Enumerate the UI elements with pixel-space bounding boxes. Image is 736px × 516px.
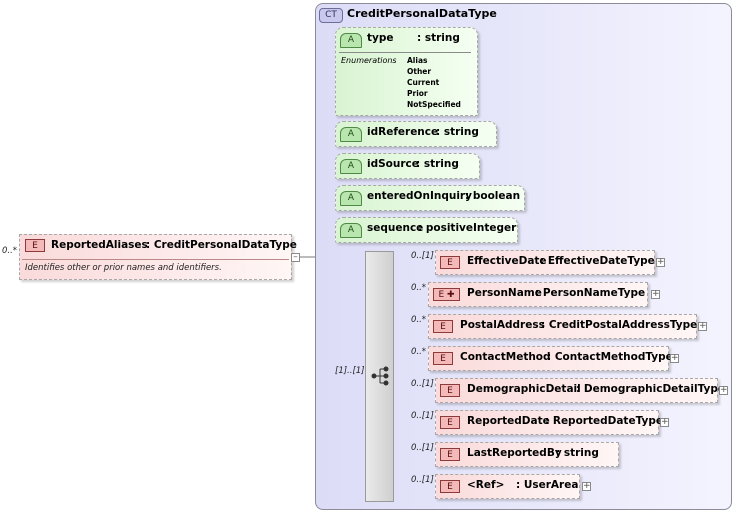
expand-icon[interactable]: + [698,321,707,331]
enumeration-value: Prior [407,89,428,98]
attribute-type: : string [436,126,479,138]
sequence-icon [371,366,389,386]
element-demographicdetail-box[interactable] [435,378,718,403]
attribute-idsource-box[interactable] [335,153,480,179]
attribute-badge: A [340,159,362,174]
root-cardinality: 0..* [2,246,18,256]
enumerations-label: Enumerations [341,56,397,65]
enumeration-value: Other [407,67,432,76]
element-badge: E [440,256,460,269]
element-cardinality: 0..[1] [411,251,434,261]
element-badge: E [440,416,460,429]
element-contactmethod-box[interactable] [428,346,669,371]
element-badge-label: E [438,290,445,300]
attribute-badge: A [340,223,362,238]
enumeration-value: NotSpecified [407,100,461,109]
element-personname-box[interactable] [428,282,648,307]
attribute-type: : string [417,32,460,44]
attribute-type: : string [416,158,459,170]
attribute-name: enteredOnInquiry [367,190,472,202]
expand-icon[interactable]: + [656,257,665,267]
element-postaladdress-box[interactable] [428,314,697,339]
attribute-name: idReference [367,126,439,138]
attribute-name: type [367,32,394,44]
element-type: : CreditPostalAddressType [541,319,698,331]
root-element-documentation: Identifies other or prior names and iden… [25,263,222,273]
group-icon: ✚ [444,290,455,300]
element-name: DemographicDetail [467,383,581,395]
element-cardinality: 0..[1] [411,379,434,389]
element-cardinality: 0..[1] [411,411,434,421]
enumeration-value: Current [407,78,440,87]
expand-icon[interactable]: + [582,481,591,491]
attribute-name: idSource [367,158,419,170]
expand-icon[interactable]: + [660,417,669,427]
element-badge: E ✚ [433,288,460,301]
root-element-type: : CreditPersonalDataType [146,239,297,251]
attribute-badge: A [340,191,362,206]
attribute-type: : boolean [465,190,521,202]
expand-icon[interactable]: + [719,385,728,395]
element-badge: E [25,239,45,252]
element-cardinality: 0..* [411,283,427,293]
element-name: PersonName [467,287,542,299]
element-lastreportedby-box[interactable] [435,442,619,467]
root-element-box[interactable] [19,234,292,280]
element-badge: E [440,480,460,493]
element-name: ReportedDate [467,415,550,427]
attribute-badge: A [340,127,362,142]
attribute-name: sequence [367,222,424,234]
root-element-name: ReportedAliases [51,239,148,251]
element-name: EffectiveDate [467,255,547,267]
element-badge: E [440,448,460,461]
element-badge: E [440,384,460,397]
expand-icon[interactable]: + [651,289,660,299]
element-type: : ContactMethodType [547,351,673,363]
attribute-enteredoninquiry-box[interactable] [335,185,525,211]
element-type: : PersonNameType [535,287,646,299]
attribute-sequence-box[interactable] [335,217,518,243]
enumeration-value: Alias [407,56,428,65]
element-reporteddate-box[interactable] [435,410,659,435]
element-name: <Ref> [467,479,505,491]
element-type: : ReportedDateType [545,415,663,427]
collapse-icon[interactable]: – [291,253,300,262]
attribute-idreference-box[interactable] [335,121,497,147]
complex-type-badge: CT [319,8,343,23]
element-type: : EffectiveDateType [540,255,655,267]
element-cardinality: 0..* [411,315,427,325]
element-cardinality: 0..* [411,347,427,357]
element-type: : DemographicDetailType [576,383,725,395]
divider [339,52,471,53]
element-badge: E [433,352,453,365]
element-name: ContactMethod [460,351,551,363]
attribute-badge: A [340,33,362,48]
element-name: PostalAddress [460,319,545,331]
element-cardinality: 0..[1] [411,475,434,485]
expand-icon[interactable]: + [670,353,679,363]
complex-type-name: CreditPersonalDataType [347,7,497,20]
divider [22,259,289,260]
attribute-type: : positiveInteger [418,222,517,234]
element-badge: E [433,320,453,333]
element-type: : string [556,447,599,459]
element-type: : UserArea [516,479,579,491]
element-cardinality: 0..[1] [411,443,434,453]
element-name: LastReportedBy [467,447,562,459]
sequence-cardinality: [1]..[1] [335,366,365,376]
element-effectivedate-box[interactable] [435,250,655,275]
